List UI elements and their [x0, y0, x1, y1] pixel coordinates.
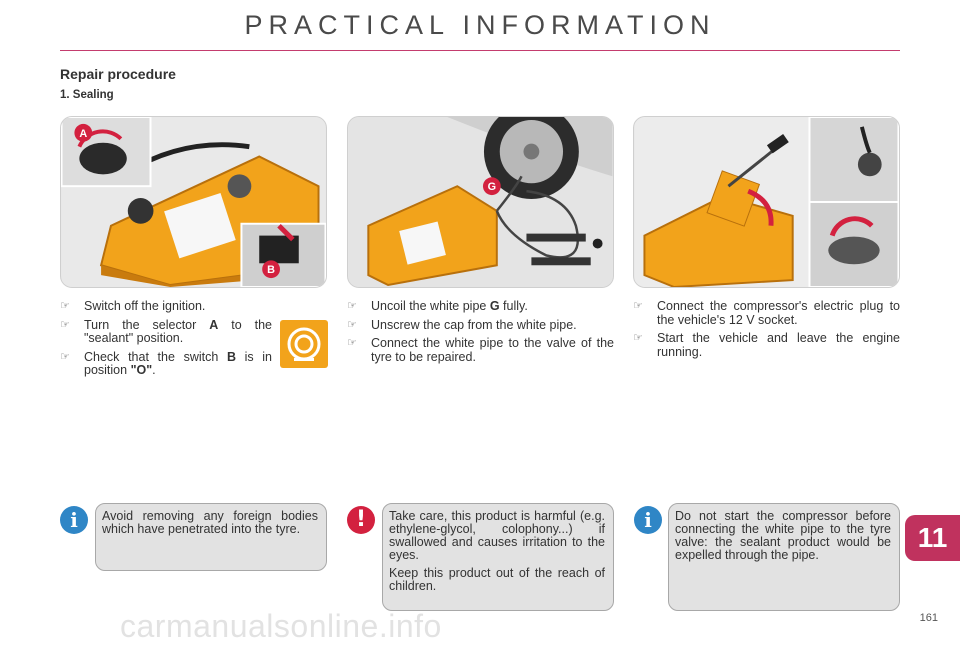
step-start-vehicle: ☞ Start the vehicle and leave the engine… [633, 331, 900, 359]
photo-electric-plug [633, 116, 900, 288]
electric-plug-illustration [634, 117, 899, 287]
chapter-tab: 11 [905, 515, 960, 561]
step-switch-off-ignition: ☞ Switch off the ignition. [60, 299, 272, 314]
sub-heading: 1. Sealing [60, 89, 114, 101]
pointing-hand-icon: ☞ [347, 300, 357, 312]
step-unscrew-cap: ☞ Unscrew the cap from the white pipe. [347, 317, 614, 333]
compressor-selector-illustration: A B [61, 117, 326, 287]
pointing-hand-icon: ☞ [60, 318, 70, 331]
step-connect-plug: ☞ Connect the compressor's electric plug… [633, 299, 900, 327]
pointing-hand-icon: ☞ [60, 350, 70, 363]
note-harmful-product: Take care, this product is harmful (e.g.… [382, 503, 614, 611]
step-text: Unscrew the cap from the white pipe. [371, 317, 577, 332]
instructions-column-2: ☞ Uncoil the white pipe G fully. ☞ Unscr… [347, 299, 614, 369]
step-text: Switch off the ignition. [84, 299, 206, 313]
step-text: is in position [84, 349, 272, 377]
info-icon: i [634, 506, 662, 534]
step-text: fully. [499, 299, 528, 313]
note-foreign-bodies: Avoid removing any foreign bodies which … [95, 503, 327, 571]
step-connect-pipe: ☞ Connect the white pipe to the valve of… [347, 336, 614, 364]
step-text: . [152, 363, 156, 377]
photo-compressor-selector: A B [60, 116, 327, 288]
pointing-hand-icon: ☞ [633, 300, 643, 312]
label-b: B [267, 264, 275, 276]
pointing-hand-icon: ☞ [347, 318, 357, 331]
step-uncoil-pipe: ☞ Uncoil the white pipe G fully. [347, 299, 614, 314]
page-number: 161 [919, 612, 938, 624]
note-text: Keep this product out of the reach of ch… [389, 566, 605, 593]
step-check-switch: ☞ Check that the switch B is in position… [60, 349, 272, 378]
switch-position: "O" [130, 363, 153, 377]
watermark: carmanualsonline.info [120, 608, 442, 644]
pipe-letter: G [489, 299, 500, 313]
sealant-selector-icon [280, 320, 328, 368]
step-text: Check that the switch [84, 349, 227, 364]
pipe-wheel-illustration: G [348, 117, 613, 287]
page-title: PRACTICAL INFORMATION [244, 10, 716, 40]
warning-icon: ! [347, 506, 375, 534]
photo-pipe-to-wheel: G [347, 116, 614, 288]
step-text: Turn the selector [84, 317, 210, 332]
title-rule [60, 50, 900, 51]
label-g: G [488, 181, 496, 193]
step-text: Connect the compressor's electric plug t… [657, 299, 900, 327]
selector-letter: A [209, 317, 219, 332]
pointing-hand-icon: ☞ [60, 300, 70, 312]
note-text: Do not start the compressor before conne… [675, 509, 891, 562]
label-a: A [79, 128, 87, 140]
instructions-column-3: ☞ Connect the compressor's electric plug… [633, 299, 900, 364]
step-text: Connect the white pipe to the valve of t… [371, 336, 614, 364]
pointing-hand-icon: ☞ [347, 337, 357, 349]
info-icon: i [60, 506, 88, 534]
step-turn-selector: ☞ Turn the selector A to the "sealant" p… [60, 317, 272, 346]
switch-letter: B [226, 349, 236, 364]
step-text: to the "sealant" position. [84, 317, 272, 345]
note-text: Take care, this product is harmful (e.g.… [389, 509, 605, 562]
section-heading: Repair procedure [60, 66, 176, 82]
step-text: Uncoil the white pipe [371, 299, 490, 313]
pointing-hand-icon: ☞ [633, 332, 643, 344]
note-compressor-warning: Do not start the compressor before conne… [668, 503, 900, 611]
step-text: Start the vehicle and leave the engine r… [657, 331, 900, 359]
instructions-column-1: ☞ Switch off the ignition. ☞ Turn the se… [60, 299, 272, 383]
note-text: Avoid removing any foreign bodies which … [102, 509, 318, 536]
